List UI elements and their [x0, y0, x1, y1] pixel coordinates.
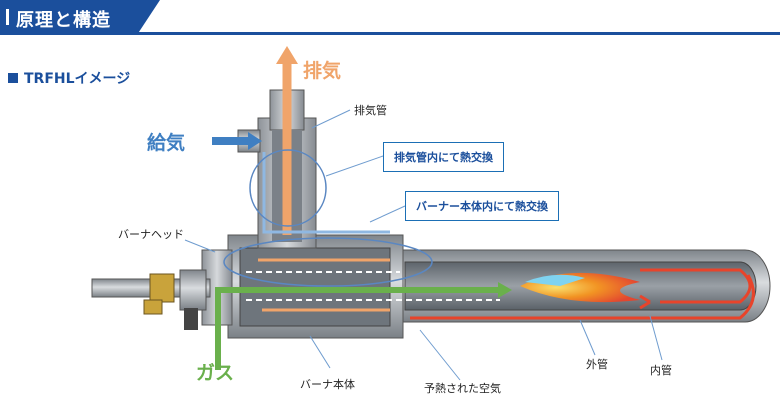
bullet-square	[8, 73, 18, 83]
burner-exchange-highlight	[223, 237, 433, 287]
burner-body	[201, 234, 404, 339]
burner-head-label: バーナヘッド	[118, 228, 184, 241]
inner-tube-label: 内管	[650, 364, 672, 377]
exhaust-exchange-highlight	[249, 149, 327, 227]
inner-flow-arrows	[410, 268, 755, 320]
section-header: 原理と構造	[0, 0, 780, 38]
header-tab	[0, 0, 160, 34]
outer-tube-label: 外管	[586, 358, 608, 371]
gas-fittings	[91, 269, 211, 330]
flame	[520, 272, 640, 303]
subtitle: TRFHLイメージ	[8, 68, 130, 88]
header-marker	[6, 9, 9, 25]
subtitle-text: TRFHLイメージ	[24, 71, 131, 87]
intake-label: 給気	[147, 132, 186, 154]
header-underline	[0, 32, 780, 35]
burner-body-label: バーナ本体	[300, 378, 355, 391]
leader-lines	[184, 109, 663, 381]
exhaust-label: 排気	[303, 60, 342, 82]
gas-flow	[215, 282, 512, 370]
preheated-air-label: 予熱された空気	[424, 382, 501, 395]
callout-exhaust-exchange: 排気管内にて熱交換	[383, 142, 504, 172]
exhaust-flow	[258, 46, 390, 312]
callout-burner-exchange: バーナー本体内にて熱交換	[405, 191, 559, 221]
exhaust-pipe-label: 排気管	[354, 104, 387, 117]
intake-flow	[212, 132, 500, 301]
page-title: 原理と構造	[16, 10, 111, 31]
gas-label: ガス	[196, 362, 235, 384]
